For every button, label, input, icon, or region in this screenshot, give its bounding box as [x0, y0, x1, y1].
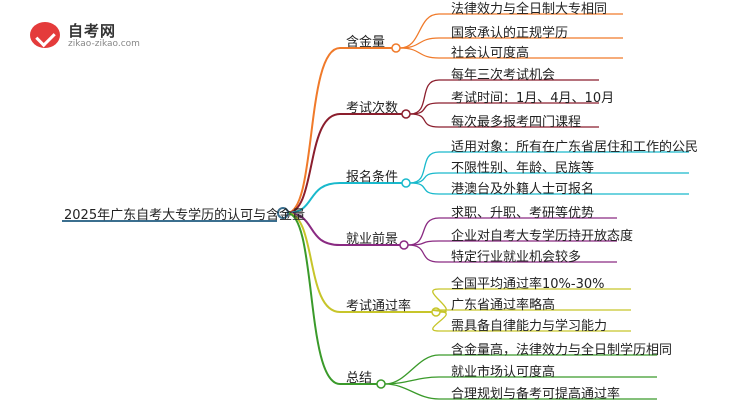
logo-title: 自考网: [68, 22, 117, 40]
branch-label-1: 考试次数: [346, 101, 399, 116]
leaf-connector-5-0: [384, 354, 440, 385]
branch-node-5: [376, 379, 386, 389]
branch-connector-5: [286, 212, 341, 385]
leaf-connector-1-1: [409, 102, 440, 115]
branch-node-3: [399, 240, 409, 250]
root-node: [277, 207, 289, 219]
leaf-label-0-2: 社会认可度高: [451, 46, 530, 61]
leaf-connector-0-2: [399, 47, 440, 59]
branch-connector-2: [286, 182, 341, 214]
leaf-label-2-1: 不限性别、年龄、民族等: [451, 161, 595, 176]
leaf-connector-2-1: [409, 172, 440, 184]
branch-node-2: [401, 178, 411, 188]
leaf-label-3-0: 求职、升职、考研等优势: [451, 206, 595, 221]
graduation-cap-icon: [30, 22, 60, 48]
leaf-connector-3-2: [407, 244, 440, 263]
leaf-label-2-0: 适用对象：所有在广东省居住和工作的公民: [451, 140, 699, 155]
branch-label-3: 就业前景: [346, 232, 399, 247]
branch-label-2: 报名条件: [346, 170, 399, 185]
logo-url: zikao-zikao.com: [68, 39, 140, 49]
leaf-connector-1-2: [409, 113, 440, 128]
leaf-label-2-2: 港澳台及外籍人士可报名: [451, 182, 595, 197]
leaf-label-5-1: 就业市场认可度高: [451, 365, 556, 380]
branch-connector-3: [286, 212, 341, 246]
leaf-label-5-2: 合理规划与备考可提高通过率: [451, 387, 621, 402]
leaf-label-0-1: 国家承认的正规学历: [451, 26, 569, 41]
branch-label-0: 含金量: [346, 35, 386, 50]
leaf-label-3-1: 企业对自考大专学历持开放态度: [451, 229, 634, 244]
leaf-label-4-0: 全国平均通过率10%-30%: [451, 277, 605, 292]
leaf-connector-2-0: [409, 151, 440, 184]
leaf-label-3-2: 特定行业就业机会较多: [451, 250, 582, 265]
leaf-label-0-0: 法律效力与全日制大专相同: [451, 2, 608, 17]
leaf-label-1-1: 考试时间：1月、4月、10月: [451, 91, 615, 106]
leaf-label-5-0: 含金量高，法律效力与全日制学历相同: [451, 343, 673, 358]
leaf-connector-0-0: [399, 13, 440, 49]
leaf-label-4-1: 广东省通过率略高: [451, 298, 556, 313]
branch-connector-0: [286, 47, 341, 214]
branch-node-4: [431, 307, 441, 317]
leaf-label-1-0: 每年三次考试机会: [451, 68, 556, 83]
leaf-connector-5-2: [384, 383, 440, 400]
leaf-label-1-2: 每次最多报考四门课程: [451, 115, 582, 130]
leaf-connector-2-2: [409, 182, 440, 195]
branch-label-4: 考试通过率: [346, 299, 412, 314]
branch-label-5: 总结: [346, 371, 373, 386]
leaf-connector-5-1: [384, 376, 440, 385]
leaf-connector-3-1: [407, 240, 440, 246]
site-logo: 自考网 zikao-zikao.com: [30, 18, 150, 52]
leaf-label-4-2: 需具备自律能力与学习能力: [451, 319, 608, 334]
root-topic: 2025年广东自考大专学历的认可与含金量: [64, 208, 306, 223]
leaf-connector-4-2: [432, 311, 447, 332]
branch-node-1: [401, 109, 411, 119]
branch-node-0: [391, 43, 401, 53]
branch-connector-4: [286, 212, 341, 313]
branch-connector-1: [286, 113, 341, 214]
